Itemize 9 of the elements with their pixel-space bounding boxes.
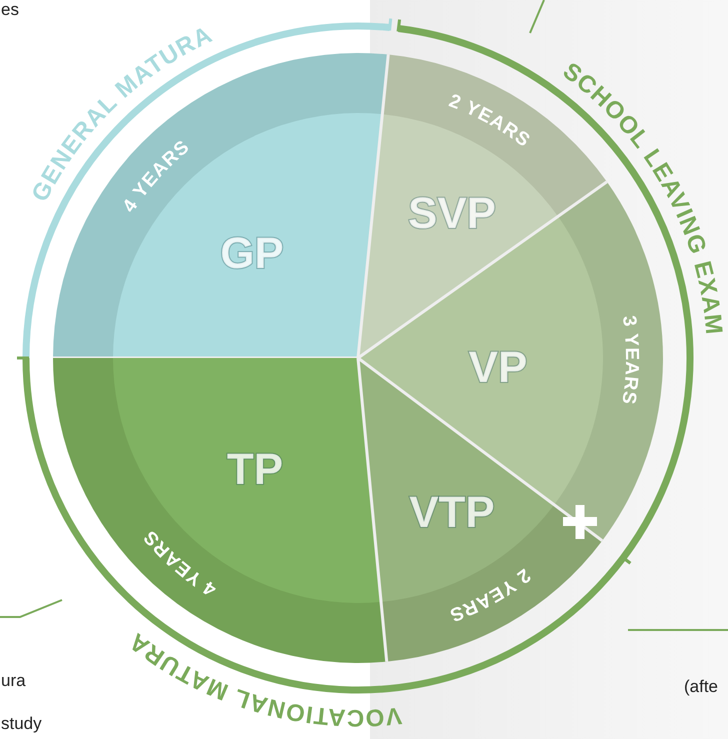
text-fragment: es xyxy=(1,1,19,18)
slice-label: SVP xyxy=(408,189,496,238)
text-fragment: ura xyxy=(1,672,26,689)
slice-label: GP xyxy=(220,229,284,278)
slice-label: TP xyxy=(226,445,284,494)
slice-label: VTP xyxy=(409,488,495,537)
text-fragment: (afte xyxy=(684,678,718,695)
slice-label: VP xyxy=(468,343,528,392)
text-fragment: study xyxy=(1,715,42,732)
